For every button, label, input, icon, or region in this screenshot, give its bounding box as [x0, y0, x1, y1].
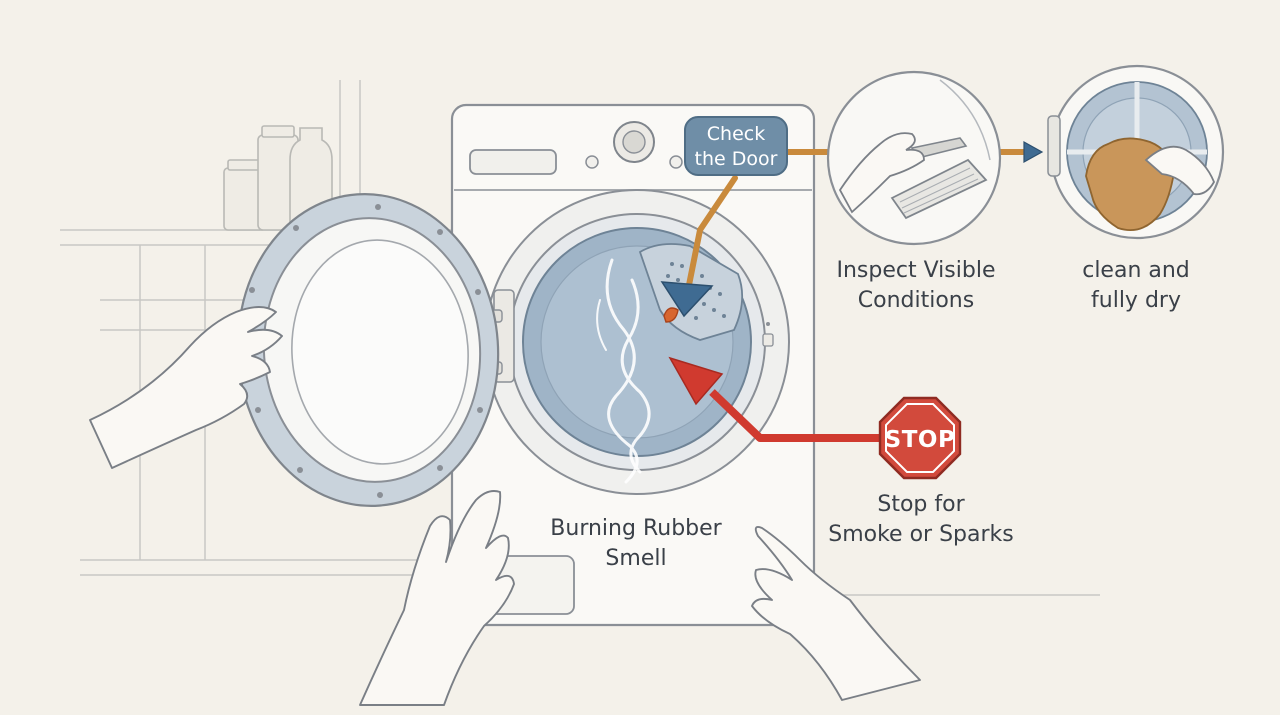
stop-caption-label: Stop for Smoke or Sparks	[818, 490, 1024, 550]
hand-icon	[89, 306, 921, 706]
clean-dry-label: clean and fully dry	[1066, 256, 1206, 316]
clean-dry-line-1: clean and	[1082, 258, 1190, 283]
stop-caption-line-1: Stop for	[877, 492, 965, 517]
inspect-circle	[826, 70, 1002, 246]
inspect-label: Inspect Visible Conditions	[826, 256, 1006, 316]
clean-dry-line-2: fully dry	[1091, 288, 1181, 313]
check-door-line-2: the Door	[694, 148, 778, 170]
stop-caption-line-2: Smoke or Sparks	[828, 522, 1014, 547]
inspect-line-1: Inspect Visible	[836, 258, 996, 283]
check-door-line-1: Check	[706, 123, 766, 145]
check-door-badge: Check the Door	[684, 116, 788, 176]
inspect-line-2: Conditions	[857, 288, 975, 313]
burning-smell-label: Burning Rubber Smell	[536, 514, 736, 574]
burning-line-2: Smell	[605, 546, 667, 571]
stop-sign-text: STOP	[884, 427, 956, 453]
stop-sign-icon	[878, 396, 962, 480]
lint-filter-icon	[890, 137, 988, 220]
burning-line-1: Burning Rubber	[550, 516, 722, 541]
background-shelves	[60, 80, 1100, 596]
clean-circle	[1047, 64, 1225, 240]
red-arrow	[668, 356, 880, 442]
orange-arrows	[660, 140, 1044, 318]
washer-icon	[450, 103, 816, 627]
smoke-icon	[596, 258, 651, 484]
